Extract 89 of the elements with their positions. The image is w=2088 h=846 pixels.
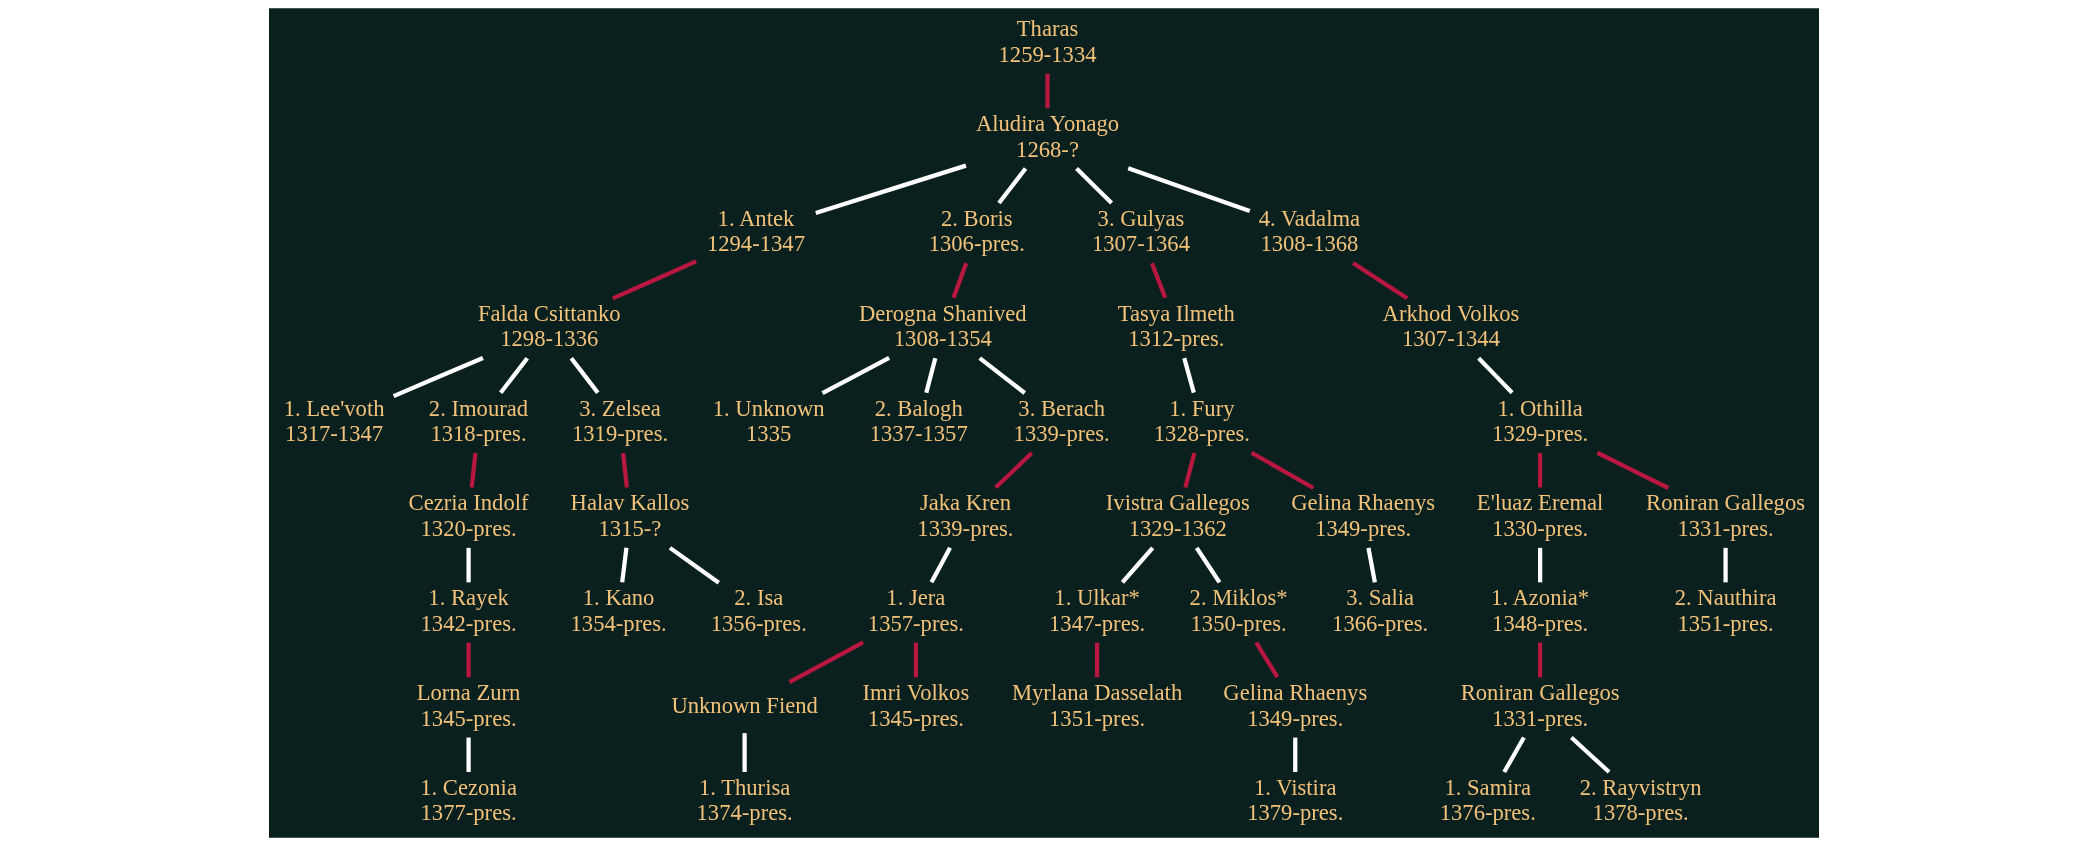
connector [569,356,600,394]
node-text: 1. Jera 1357-pres. [867,585,964,636]
node-text: 2. Nauthira 1351-pres. [1674,585,1777,636]
connector [466,547,471,583]
node-text: Halav Kallos 1315-? [570,490,690,541]
node-text: Gelina Rhaenys 1349-pres. [1223,680,1368,731]
connector [469,452,478,488]
node-text: Roniran Gallegos 1331-pres. [1460,680,1620,731]
connector [1351,261,1409,301]
connector [668,546,720,585]
connector [1127,166,1251,213]
connector [1366,547,1377,583]
node-text: 2. Miklos* 1350-pres. [1189,585,1288,636]
connector [1250,450,1315,490]
node-text: 1. Rayek 1342-pres. [420,585,517,636]
connector [929,546,952,584]
connector [499,356,529,394]
connector [1569,735,1611,774]
node-text: Gelina Rhaenys 1349-pres. [1291,490,1436,541]
node-text: E'luaz Eremal 1330-pres. [1476,490,1604,541]
connector [913,642,918,678]
node-text: 3. Zelsea 1319-pres. [571,395,669,447]
node-text: 1. Unknown 1335 [712,395,825,447]
node-text: 1. Thurisa 1374-pres. [696,775,793,826]
node-text: 1. Vistira 1379-pres. [1247,775,1344,826]
connector [788,640,865,684]
node-text: 1. Kano 1354-pres. [570,585,667,636]
node-text: Jaka Kren 1339-pres. [917,490,1014,541]
node-text: 1. Azonia* 1348-pres. [1491,585,1590,636]
node-text: 2. Rayvistryn 1378-pres. [1579,775,1702,826]
connector [1293,737,1298,773]
connector [978,356,1027,395]
connector [1183,452,1197,489]
connector [1538,547,1543,583]
node-text: Falda Csittanko 1298-1336 [477,300,621,352]
connector [1538,642,1543,678]
connector [621,452,629,488]
connector [742,733,747,773]
connector [1075,167,1114,205]
node-text: Derogna Shanived 1308-1354 [858,300,1027,352]
connector [612,259,698,301]
connector [466,642,471,678]
connector [1182,357,1196,394]
node-text: Ivistra Gallegos 1329-1362 [1105,490,1250,541]
connector [1120,546,1155,584]
node-text: 2. Imourad 1318-pres. [428,395,529,447]
connector [1094,642,1100,678]
connector [1194,546,1222,584]
node-text: Cezria Indolf 1320-pres. [408,490,529,541]
node-text: Lorna Zurn 1345-pres. [416,680,521,731]
node-text: Myrlana Dasselath 1351-pres. [1011,680,1183,731]
node-text: Tasya Ilmeth 1312-pres. [1117,300,1235,352]
connector [1149,262,1168,299]
connector [924,357,938,394]
node-text: 1. Fury 1328-pres. [1153,395,1250,447]
connector [1596,450,1670,490]
node-text: Aludira Yonago 1268-? [975,111,1120,162]
connector [821,356,891,396]
node-text: 1. Othilla 1329-pres. [1492,395,1589,447]
connector [994,451,1034,490]
node-text: Tharas 1259-1334 [998,16,1097,67]
node-text: 2. Boris 1306-pres. [928,205,1025,257]
node-text: 1. Cezonia 1377-pres. [420,775,517,826]
connector [951,262,969,299]
connector [1254,641,1280,679]
node-text: 1. Lee'voth 1317-1347 [283,395,385,447]
node-text: 1. Ulkar* 1347-pres. [1049,585,1146,636]
connector [466,737,471,773]
node-text: Unknown Fiend [671,692,818,718]
node-text: 4. Vadalma 1308-1368 [1258,205,1361,257]
connector [815,163,967,216]
connector [620,547,629,583]
connector [1723,547,1728,583]
connector [1502,736,1526,774]
connector [1045,73,1050,109]
node-text: 1. Samira 1376-pres. [1439,775,1536,826]
connector [1477,356,1514,395]
node-text: Roniran Gallegos 1331-pres. [1646,490,1806,541]
node-text: 3. Berach 1339-pres. [1013,395,1110,447]
node-text: Arkhod Volkos 1307-1344 [1382,300,1520,352]
connector [1538,453,1543,488]
node-text: 2. Balogh 1337-1357 [869,395,968,447]
node-text: 3. Gulyas 1307-1364 [1091,205,1190,257]
node-text: 1. Antek 1294-1347 [706,205,805,257]
connector [392,355,484,399]
node-text: Imri Volkos 1345-pres. [862,680,970,731]
connector [997,167,1028,205]
node-text: 3. Salia 1366-pres. [1332,585,1429,636]
node-text: 2. Isa 1356-pres. [710,585,807,636]
